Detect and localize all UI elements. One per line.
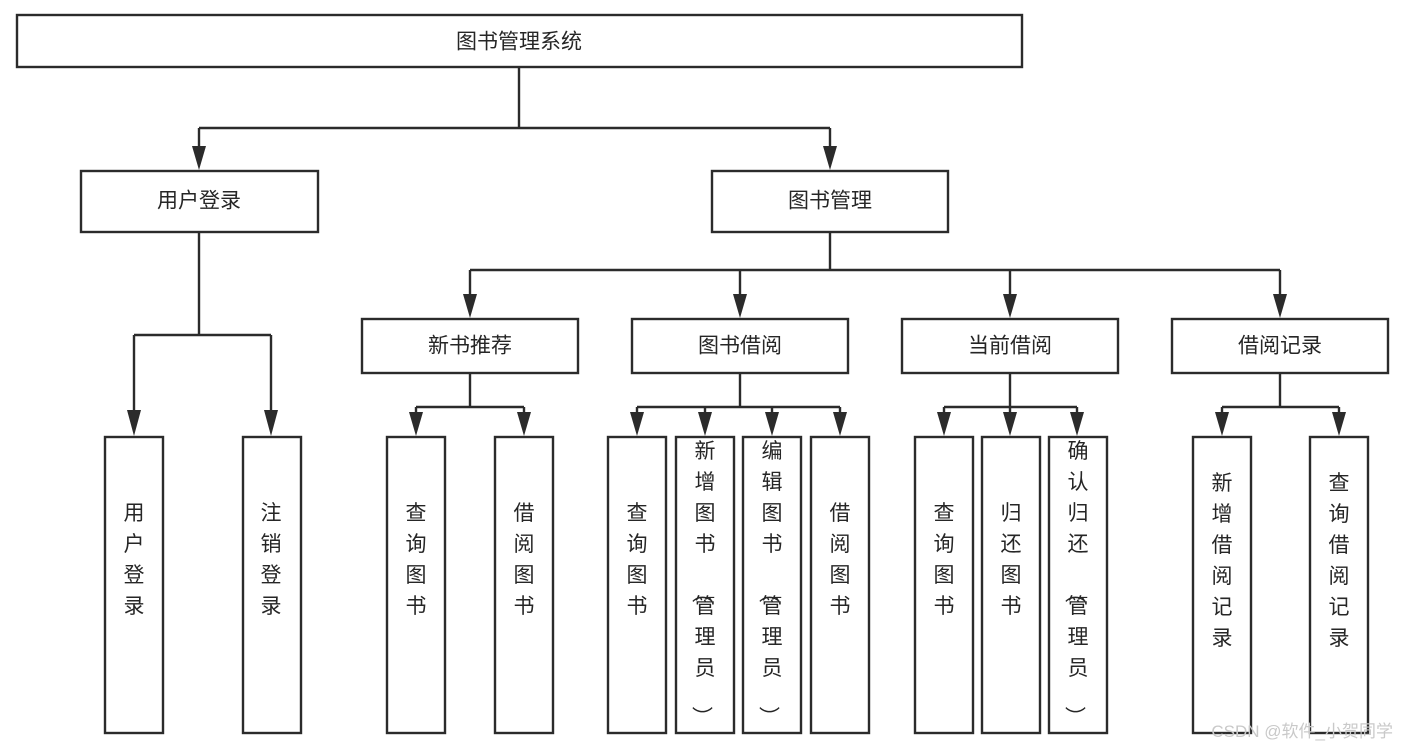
node-borrow-record-label: 借阅记录 [1238,335,1322,358]
leaf-cb-confirm-return-label: 确认归还（管理员） [1063,440,1089,727]
node-user-login-label: 用户登录 [157,190,241,213]
leaf-cb-return-book-label: 归还图书 [1001,502,1022,618]
leaf-br-query-record-label: 查询借阅记录 [1329,472,1350,650]
leaf-node[interactable]: 注销登录 [241,435,303,735]
leaf-bb-query-book-label: 查询图书 [627,502,648,618]
node-borrow-record-box[interactable] [1170,317,1390,375]
arrow-head-borrow-record [1273,294,1287,318]
connectors-book-mgmt-to-level3 [463,232,1287,318]
node-user-login[interactable]: 用户登录 [79,169,320,234]
leaf-user-login-box[interactable] [103,435,165,735]
leaf-cb-confirm-return-box[interactable] [1047,435,1109,735]
leaf-node[interactable]: 归还图书 [980,435,1042,735]
connectors-borrow-record-to-leaves [1215,373,1346,436]
leaf-bb-add-book-label: 新增图书（管理员） [690,440,716,727]
node-book-borrow-label: 图书借阅 [698,335,782,358]
leaf-bb-query-book-box[interactable] [606,435,668,735]
arrow-head-leaf-logout [264,410,278,436]
leaf-user-login-label: 用户登录 [124,502,145,618]
leaf-node[interactable]: 查询图书 [606,435,668,735]
leaf-bb-add-book-box[interactable] [674,435,736,735]
node-current-borrow[interactable]: 当前借阅 [900,317,1120,375]
node-new-book-recommend[interactable]: 新书推荐 [360,317,580,375]
leaf-node[interactable]: 查询借阅记录 [1308,435,1370,735]
node-book-borrow[interactable]: 图书借阅 [630,317,850,375]
leaf-nb-borrow-book-label: 借阅图书 [514,502,535,618]
node-current-borrow-label: 当前借阅 [968,335,1052,358]
leaf-nb-borrow-book-box[interactable] [493,435,555,735]
leaf-cb-query-book-label: 查询图书 [934,502,955,618]
arrow-head-book-mgmt [823,146,837,170]
arrow-head-user-login [192,146,206,170]
node-book-borrow-box[interactable] [630,317,850,375]
leaf-node[interactable]: 新增图书（管理员） [674,435,736,735]
node-book-management[interactable]: 图书管理 [710,169,950,234]
leaf-bb-borrow-book-label: 借阅图书 [830,502,851,618]
csdn-watermark: CSDN @软件_小贺同学 [1211,722,1393,741]
arrow-head-leaf-user-login [127,410,141,436]
leaf-nb-query-book-box[interactable] [385,435,447,735]
connectors-root-to-level2 [192,67,837,170]
node-root-label: 图书管理系统 [456,31,582,54]
arrow-head-cb-leaf-1 [937,412,951,436]
node-book-management-label: 图书管理 [788,190,872,213]
leaf-node[interactable]: 用户登录 [103,435,165,735]
arrow-head-br-leaf-2 [1332,412,1346,436]
leaf-node[interactable]: 查询图书 [913,435,975,735]
leaf-bb-edit-book-label: 编辑图书（管理员） [757,440,783,727]
arrow-head-new-book [463,294,477,318]
leaf-node[interactable]: 借阅图书 [809,435,871,735]
arrow-head-bb-leaf-3 [765,412,779,436]
arrow-head-current-borrow [1003,294,1017,318]
arrow-head-book-borrow [733,294,747,318]
node-book-management-box[interactable] [710,169,950,234]
connectors-user-login-to-leaves [127,232,278,436]
node-borrow-record[interactable]: 借阅记录 [1170,317,1390,375]
connectors-current-borrow-to-leaves [937,373,1084,436]
leaf-cb-return-book-box[interactable] [980,435,1042,735]
leaf-node[interactable]: 新增借阅记录 [1191,435,1253,735]
leaf-node[interactable]: 编辑图书（管理员） [741,435,803,735]
leaf-bb-edit-book-box[interactable] [741,435,803,735]
node-new-book-recommend-box[interactable] [360,317,580,375]
leaf-bb-borrow-book-box[interactable] [809,435,871,735]
leaf-node[interactable]: 确认归还（管理员） [1047,435,1109,735]
leaf-cb-query-book-box[interactable] [913,435,975,735]
node-user-login-box[interactable] [79,169,320,234]
connectors-new-book-to-leaves [409,373,531,436]
node-current-borrow-box[interactable] [900,317,1120,375]
leaf-node[interactable]: 查询图书 [385,435,447,735]
arrow-head-bb-leaf-1 [630,412,644,436]
leaf-br-add-record-label: 新增借阅记录 [1212,472,1233,650]
leaf-nb-query-book-label: 查询图书 [406,502,427,618]
arrow-head-bb-leaf-4 [833,412,847,436]
arrow-head-br-leaf-1 [1215,412,1229,436]
connectors-book-borrow-to-leaves [630,373,847,436]
leaf-node[interactable]: 借阅图书 [493,435,555,735]
arrow-head-nb-leaf-2 [517,412,531,436]
node-root-box[interactable] [15,13,1024,69]
arrow-head-nb-leaf-1 [409,412,423,436]
leaf-br-add-record-box[interactable] [1191,435,1253,735]
arrow-head-bb-leaf-2 [698,412,712,436]
node-new-book-recommend-label: 新书推荐 [428,335,512,358]
arrow-head-cb-leaf-2 [1003,412,1017,436]
arrow-head-cb-leaf-3 [1070,412,1084,436]
node-root[interactable]: 图书管理系统 [15,13,1024,69]
leaf-br-query-record-box[interactable] [1308,435,1370,735]
leaf-logout-box[interactable] [241,435,303,735]
leaf-logout-label: 注销登录 [261,502,282,618]
